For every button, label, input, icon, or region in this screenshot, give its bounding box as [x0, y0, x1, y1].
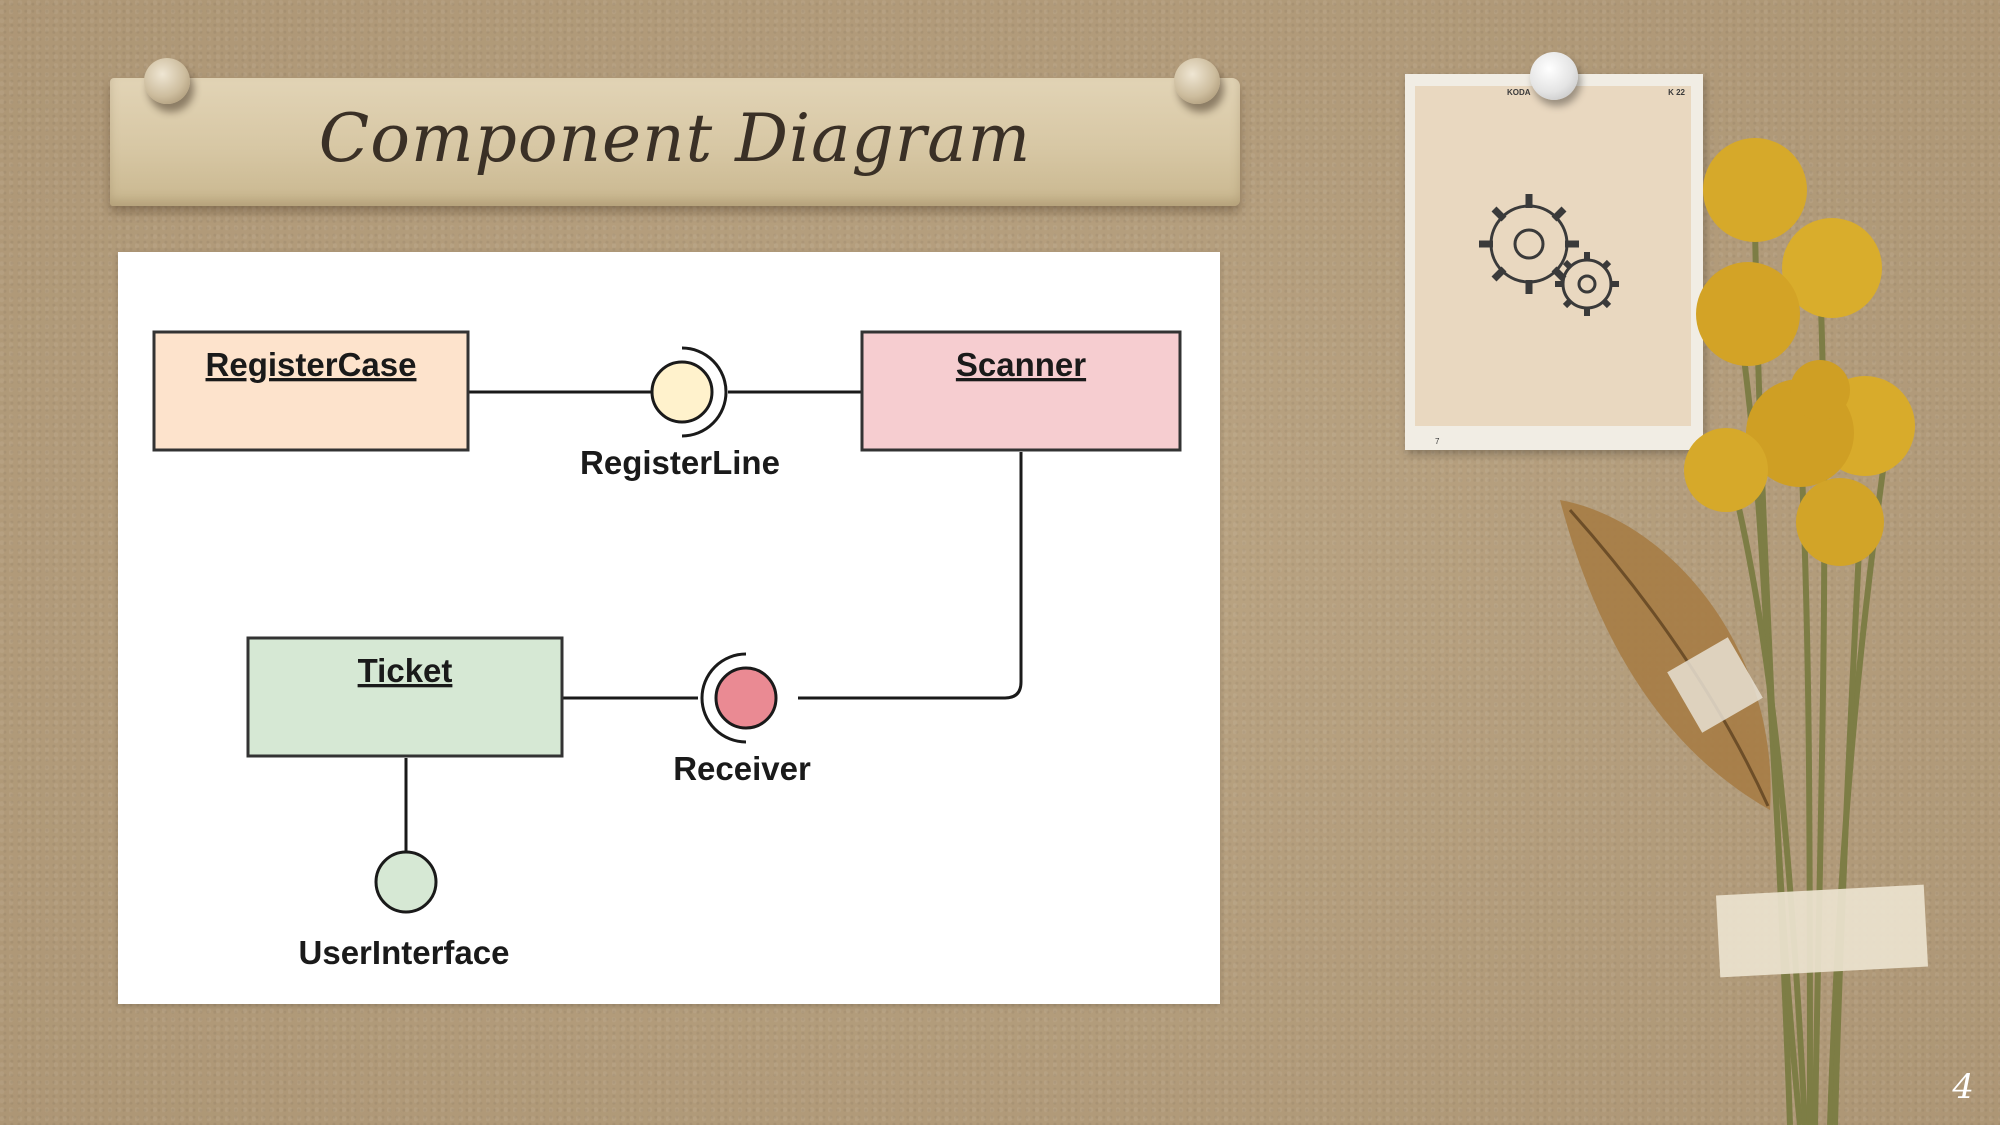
required-interface-socket	[700, 652, 747, 744]
component-title: Ticket	[358, 652, 453, 689]
provided-interface-circle	[374, 850, 438, 914]
component-ticket: Ticket	[246, 636, 564, 758]
component-title: Scanner	[956, 346, 1086, 383]
dried-leaf	[1560, 500, 1771, 810]
tape-stems	[1715, 884, 1929, 978]
film-mark-left: KODA	[1507, 88, 1531, 97]
gears-icon	[1479, 194, 1619, 316]
flower-heads	[1684, 138, 1915, 566]
interface-registerline: RegisterLine	[580, 346, 780, 481]
component-diagram: RegisterCase Scanner Ticket RegisterLine…	[118, 252, 1220, 1004]
diagram-canvas: RegisterCase Scanner Ticket RegisterLine…	[152, 330, 1182, 971]
pushpin-left-icon	[144, 58, 190, 104]
slide-title: Component Diagram	[318, 100, 1032, 177]
interface-receiver: Receiver	[673, 652, 811, 787]
pushpin-white-icon	[1530, 52, 1578, 100]
component-registercase: RegisterCase	[152, 330, 470, 452]
provided-interface-circle	[650, 360, 714, 424]
component-scanner: Scanner	[860, 330, 1182, 452]
title-banner: Component Diagram	[110, 58, 1240, 206]
polaroid-image-area: KODA K 22	[1415, 86, 1691, 426]
tape-leaf	[1667, 637, 1763, 733]
component-box	[860, 330, 1182, 452]
pushpin-right-icon	[1174, 58, 1220, 104]
connector-scanner-receiver	[798, 452, 1023, 700]
interface-label: Receiver	[673, 750, 811, 787]
interface-label: RegisterLine	[580, 444, 780, 481]
connectors	[404, 390, 1023, 854]
page-number: 4	[1952, 1067, 1974, 1107]
film-mark-right: K 22	[1668, 88, 1685, 97]
required-interface-socket	[681, 346, 728, 438]
component-box	[152, 330, 470, 452]
leaf-vein	[1568, 509, 1770, 807]
polaroid-photo: KODA K 22	[1405, 74, 1703, 450]
interface-userinterface: UserInterface	[299, 850, 510, 971]
component-box	[246, 636, 564, 758]
component-title: RegisterCase	[206, 346, 417, 383]
provided-interface-circle	[714, 666, 778, 730]
dried-flowers-decoration	[1560, 138, 1929, 1125]
interface-label: UserInterface	[299, 934, 510, 971]
film-mark-bottom: 7	[1435, 437, 1440, 446]
